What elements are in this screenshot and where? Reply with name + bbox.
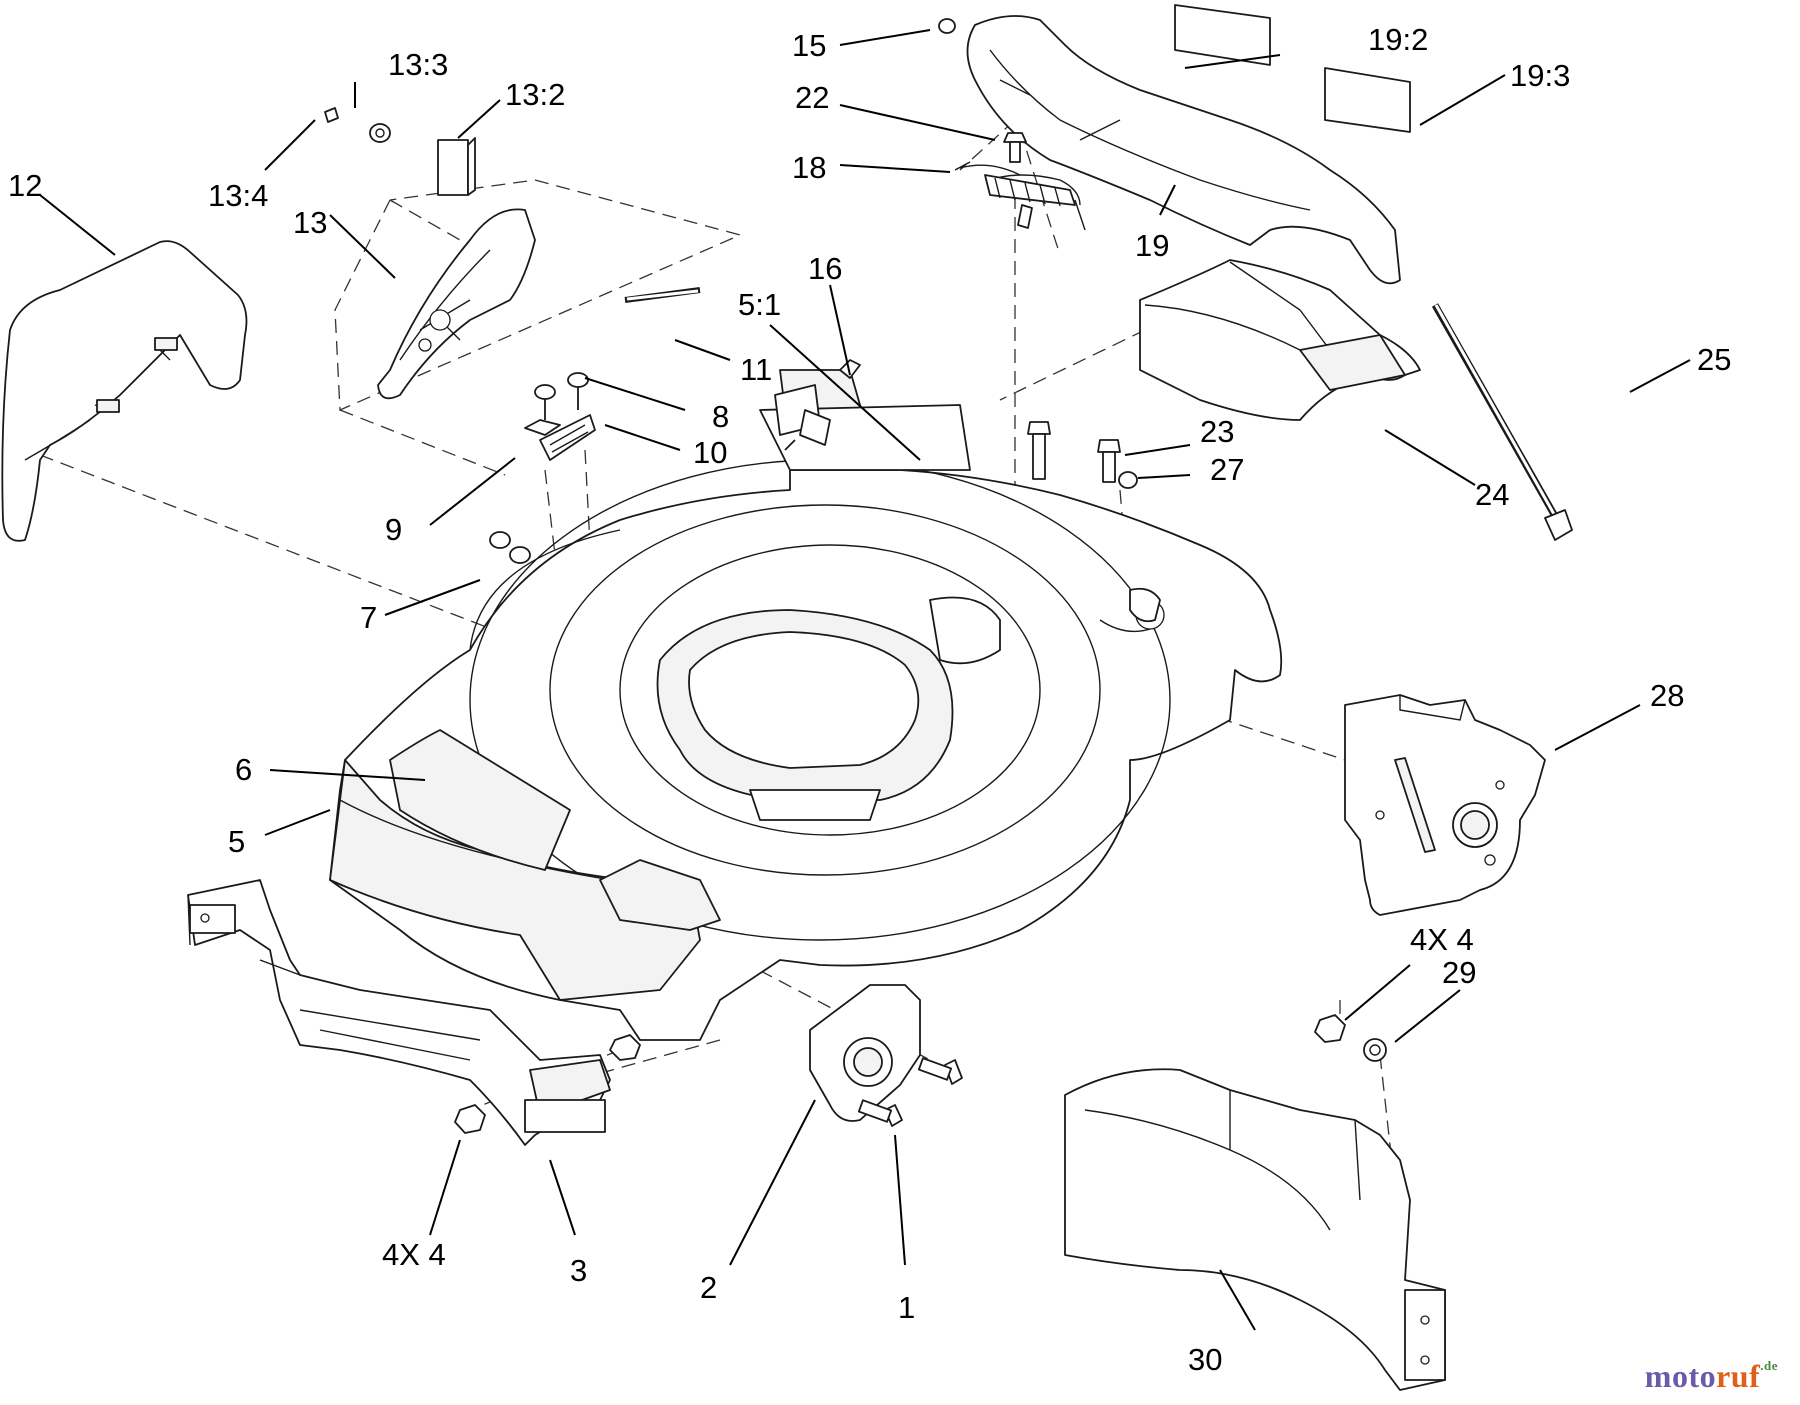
callout-27: 27	[1210, 452, 1244, 487]
callout-2: 2	[700, 1270, 717, 1305]
callout-19: 19	[1135, 228, 1169, 263]
callout-labels: 12 13 13:4 13:3 13:2 15 19:2 19:3 22 18 …	[8, 22, 1731, 1377]
callout-13-4: 13:4	[208, 178, 268, 213]
part-5-mower-deck	[329, 369, 1283, 1041]
callout-29: 29	[1442, 955, 1476, 990]
part-3-front-bracket	[187, 879, 641, 1146]
callout-9: 9	[385, 512, 402, 547]
parts-18-22-spring-bolt	[954, 132, 1086, 231]
callout-28: 28	[1650, 678, 1684, 713]
callout-16: 16	[808, 251, 842, 286]
watermark-part-2: ruf	[1716, 1358, 1761, 1394]
callout-13: 13	[293, 205, 327, 240]
callout-19-3: 19:3	[1510, 58, 1570, 93]
part-25-rod	[1431, 303, 1573, 541]
part-24-catcher-panel	[1139, 259, 1421, 421]
watermark-part-1: moto	[1644, 1358, 1717, 1394]
parts-8-to-11-hardware	[489, 287, 701, 564]
callout-23: 23	[1200, 414, 1234, 449]
callout-13-3: 13:3	[388, 47, 448, 82]
callout-6: 6	[235, 752, 252, 787]
part-29-nut-washer	[1314, 1014, 1387, 1062]
callout-7: 7	[360, 600, 377, 635]
callout-1: 1	[898, 1290, 915, 1325]
callout-15: 15	[792, 28, 826, 63]
callout-12: 12	[8, 168, 42, 203]
part-13-height-adjuster	[324, 107, 536, 400]
part-12-rear-flap	[1, 240, 248, 542]
callout-3: 3	[570, 1253, 587, 1288]
callout-24: 24	[1475, 477, 1509, 512]
callout-22: 22	[795, 80, 829, 115]
parts-23-27-fasteners	[1027, 421, 1161, 623]
callout-4x4-right: 4X 4	[1410, 922, 1474, 957]
callout-25: 25	[1697, 342, 1731, 377]
leader-lines	[39, 29, 1691, 1331]
watermark-part-3: .de	[1760, 1358, 1778, 1373]
part-16-and-5-1-bracket	[774, 359, 861, 446]
part-30-rear-guard	[1064, 1068, 1446, 1391]
callout-5: 5	[228, 824, 245, 859]
callout-4x4-left: 4X 4	[382, 1237, 446, 1272]
part-28-wheel-plate	[1344, 694, 1546, 916]
callout-10: 10	[693, 435, 727, 470]
callout-8: 8	[712, 399, 729, 434]
callout-13-2: 13:2	[505, 77, 565, 112]
callout-5-1: 5:1	[738, 287, 781, 322]
callout-18: 18	[792, 150, 826, 185]
part-19-handle	[938, 4, 1411, 285]
callout-11: 11	[740, 352, 772, 387]
callout-30: 30	[1188, 1342, 1222, 1377]
callout-19-2: 19:2	[1368, 22, 1428, 57]
parts-1-2-wheel-bracket	[809, 984, 963, 1127]
watermark-logo: motoruf.de	[1645, 1358, 1778, 1395]
